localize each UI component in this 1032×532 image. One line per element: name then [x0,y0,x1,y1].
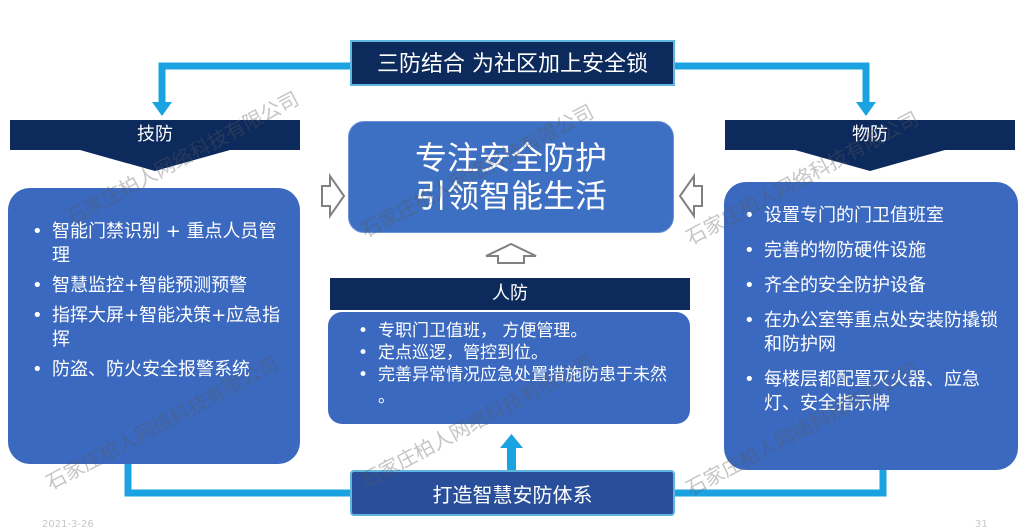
list-item: 完善异常情况应急处置措施防患于未然 。 [352,364,680,408]
left-header: 技防 [10,120,300,150]
right-panel: 设置专门的门卫值班室 完善的物防硬件设施 齐全的安全防护设备 在办公室等重点处安… [724,182,1018,470]
footer-page-number: 31 [975,519,988,530]
left-panel: 智能门禁识别 + 重点人员管理 智慧监控+智能预测预警 指挥大屏+智能决策+应急… [8,188,300,464]
list-item: 齐全的安全防护设备 [738,274,1008,298]
list-item: 在办公室等重点处安装防撬锁和防护网 [738,309,1008,357]
center-slogan-line1: 专注安全防护 [414,139,607,177]
top-connector-line [158,62,350,104]
down-arrow-right [856,102,876,116]
list-item: 专职门卫值班， 方便管理。 [352,320,680,342]
list-item: 每楼层都配置灭火器、应急灯、安全指示牌 [738,368,1008,416]
left-header-chevron [80,150,230,171]
hollow-arrow-left [321,172,346,220]
hollow-arrow-up [485,242,537,264]
bottom-connector-line-left [124,462,350,497]
up-arrow-head [500,434,523,448]
bottom-connector-line-right [675,468,887,497]
top-banner: 三防结合 为社区加上安全锁 [350,40,675,86]
footer-date: 2021-3-26 [42,519,94,530]
right-header-chevron [795,150,945,171]
list-item: 完善的物防硬件设施 [738,239,1008,263]
list-item: 智慧监控+智能预测预警 [26,274,286,298]
list-item: 定点巡逻，管控到位。 [352,342,680,364]
center-slogan-box: 专注安全防护 引领智能生活 [348,121,674,233]
down-arrow-left [152,102,172,116]
list-item: 智能门禁识别 + 重点人员管理 [26,220,286,268]
up-arrow-shaft [507,446,516,470]
middle-panel: 专职门卫值班， 方便管理。 定点巡逻，管控到位。 完善异常情况应急处置措施防患于… [328,312,690,424]
list-item: 防盗、防火安全报警系统 [26,358,286,382]
top-connector-line-right [675,62,870,104]
right-header: 物防 [725,120,1015,150]
middle-header: 人防 [330,278,690,310]
center-slogan-line2: 引领智能生活 [414,177,607,215]
list-item: 设置专门的门卫值班室 [738,204,1008,228]
bottom-banner: 打造智慧安防体系 [350,470,675,516]
hollow-arrow-right [678,172,703,220]
list-item: 指挥大屏+智能决策+应急指挥 [26,304,286,352]
